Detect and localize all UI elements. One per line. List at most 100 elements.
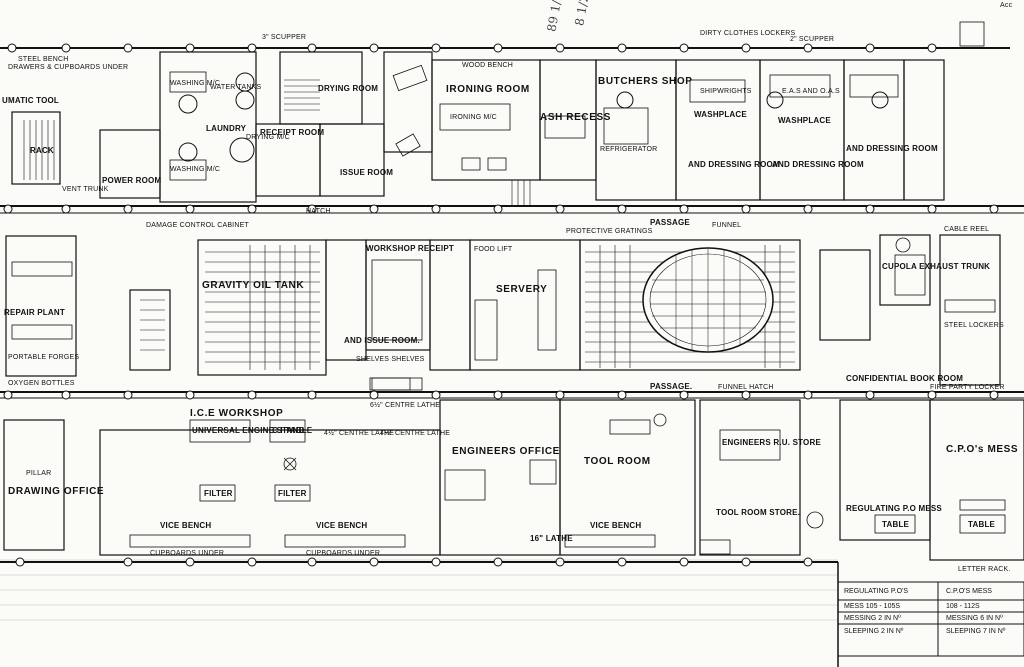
room-confidential: CONFIDENTIAL BOOK ROOM [846,374,964,383]
room-table-1: TABLE [882,520,910,529]
label-scupper-2: 2" SCUPPER [790,36,835,43]
room-centre-lathe-1: 4½" CENTRE LATHE [324,430,395,437]
hull-lines [0,47,1024,667]
engine-stand-fan [283,413,824,529]
label-dirty-clothes: DIRTY CLOTHES LOCKERS [700,30,796,37]
pencil-note-2: 8 1/2 [572,0,592,27]
room-drying-mc: DRYING M/C [246,134,290,141]
room-drawing-office: DRAWING OFFICE [8,486,105,497]
room-servery: SERVERY [496,284,548,295]
room-engineers-office: ENGINEERS OFFICE [452,446,560,457]
room-water-tanks: WATER TANKS [210,84,262,91]
room-universal-engine: UNIVERSAL ENGINE STAND [192,426,305,435]
room-workshop-receipt: WORKSHOP RECEIPT [366,244,454,253]
label-scupper-top: 3" SCUPPER [262,34,307,41]
room-shelves: SHELVES SHELVES [356,356,425,363]
room-vent-trunk: VENT TRUNK [62,186,109,193]
frame-markers-lower [3,390,999,400]
room-rack: RACK [30,146,54,155]
room-cable-reel: CABLE REEL [944,226,990,233]
room-engineers-ru-store: ENGINEERS R.U. STORE [722,438,821,447]
room-and-issue-room: AND ISSUE ROOM. [344,336,420,345]
room-washing-2: WASHING M/C [170,166,221,173]
room-vice-bench-3: VICE BENCH [590,521,642,530]
room-ironing-mc: IRONING M/C [450,114,497,121]
room-funnel-hatch: FUNNEL HATCH [718,384,774,391]
room-filter-2: FILTER [278,489,307,498]
room-vice-bench-2: VICE BENCH [316,521,368,530]
room-regulating-po-mess: REGULATING P.O MESS [846,504,942,513]
room-table-2: TABLE [968,520,996,529]
legend-regulating-title: REGULATING P.O'S [844,588,909,595]
funnel-grating [650,249,766,351]
room-protective-gratings: PROTECTIVE GRATINGS [566,228,653,235]
room-ash-recess: ASH RECESS [540,112,612,123]
legend-regulating-sleeping: SLEEPING 2 IN Nº [844,628,904,635]
upper-fixtures [169,21,985,181]
legend-table [837,581,1024,657]
upper-compartments [11,51,945,203]
room-ironing-room: IRONING ROOM [446,84,530,95]
room-ci-table: C.I TABLE [272,426,313,435]
middle-fixtures [11,237,996,391]
room-butchers-shop: BUTCHERS SHOP [598,76,693,87]
room-pillar: PILLAR [26,470,52,477]
upper-hatching [23,79,531,205]
legend-cpo-sleeping: SLEEPING 7 IN Nº [946,628,1006,635]
legend-cpo-messing: MESSING 6 IN Nº [946,615,1003,622]
room-centre-lathe-3: 6½" CENTRE LATHE [370,402,441,409]
room-damage-control: DAMAGE CONTROL CABINET [146,222,249,229]
room-repair-plant: REPAIR PLANT [4,308,65,317]
frame-markers-mid [3,204,999,214]
room-receipt-room: RECEIPT ROOM [260,128,325,137]
room-cpos-mess: C.P.O's MESS [946,444,1019,455]
room-letter-rack: LETTER RACK. [958,566,1011,573]
legend-cpo-title: C.P.O'S MESS [946,588,992,595]
laundry-machines [178,72,889,163]
room-food-lift: FOOD LIFT [474,246,513,253]
room-washplace-2: WASHPLACE [778,116,831,125]
room-dressing-2: AND DRESSING ROOM [772,160,864,169]
room-hatch: HATCH [306,208,331,215]
room-eas-oas: E.A.S AND O.A.S [782,88,840,95]
corner-label: Acc [1000,2,1013,9]
room-fire-party: FIRE PARTY LOCKER [930,384,1005,391]
room-lathe-16: 16" LATHE [530,534,573,543]
frame-markers-top [7,43,937,53]
room-laundry: LAUNDRY [206,124,247,133]
room-filter-1: FILTER [204,489,233,498]
label-drawers: DRAWERS & CUPBOARDS UNDER [8,64,129,71]
room-gravity-oil-tank: GRAVITY OIL TANK [202,280,305,291]
room-centre-lathe-2: 4½" CENTRE LATHE [380,430,451,437]
room-washplace-1: WASHPLACE [694,110,747,119]
room-portable-forges: PORTABLE FORGES [8,354,80,361]
room-issue-room: ISSUE ROOM [340,168,394,177]
room-cupola-exhaust: CUPOLA EXHAUST TRUNK [882,262,991,271]
legend-regulating-mess: MESS 105 - 105S [844,603,901,610]
label-wood-bench: WOOD BENCH [462,62,513,69]
room-dressing-1: AND DRESSING ROOM [688,160,780,169]
room-cupboards-under-1: CUPBOARDS UNDER [150,550,225,557]
room-ice-workshop: I.C.E WORKSHOP [190,408,284,419]
room-passage-2: PASSAGE. [650,382,693,391]
room-washing-1: WASHING M/C [170,80,221,87]
label-steel-bench: STEEL BENCH [18,56,69,63]
room-refrigerator: REFRIGERATOR [600,146,658,153]
ruled-lines [0,559,838,621]
room-drying-room: DRYING ROOM [318,84,379,93]
mess-legend: REGULATING P.O'S MESS 105 - 105S MESSING… [838,582,1024,656]
middle-compartments [5,234,1001,386]
room-tool-room-store: TOOL ROOM STORE. [716,508,801,517]
room-funnel: FUNNEL [712,222,742,229]
room-power-room: POWER ROOM [102,176,162,185]
room-tool-room: TOOL ROOM [584,456,651,467]
legend-cpo-mess: 108 - 112S [946,603,980,610]
lower-fixtures [129,377,1006,555]
label-pneumatic-tool: UMATIC TOOL [2,96,60,105]
room-cupboards-under-2: CUPBOARDS UNDER [306,550,381,557]
legend-regulating-messing: MESSING 2 IN Nº [844,615,901,622]
room-passage: PASSAGE [650,218,690,227]
room-vice-bench-1: VICE BENCH [160,521,212,530]
